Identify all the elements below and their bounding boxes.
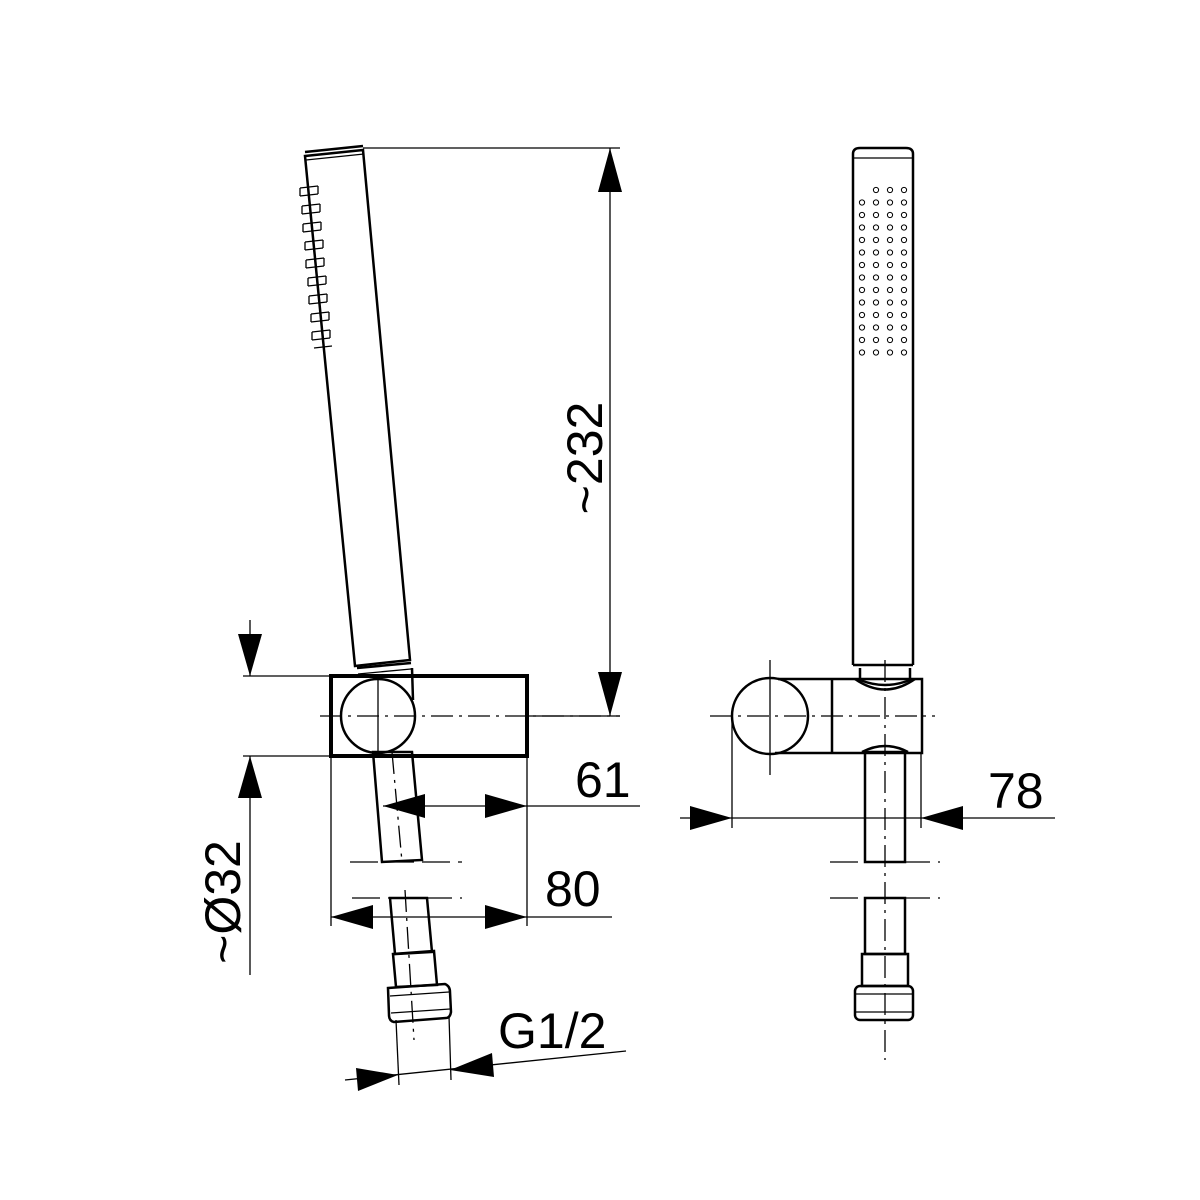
nozzle-dot	[858, 211, 866, 219]
nozzle-dot	[886, 336, 894, 344]
hand-shower-side	[299, 144, 415, 701]
nozzle-dot	[872, 286, 880, 294]
wall-bracket-front	[710, 660, 935, 775]
nozzle-dot	[900, 311, 908, 319]
nozzle-dot	[886, 324, 894, 331]
nozzle-dot	[858, 286, 866, 294]
nozzle-dot	[900, 336, 908, 344]
nozzle-dot	[858, 311, 866, 319]
dimension-80: 80	[330, 756, 612, 929]
nozzle-dot	[886, 224, 894, 231]
nozzle-dot	[872, 224, 880, 231]
nozzle-dot	[858, 336, 866, 344]
nozzle-dot	[886, 286, 894, 294]
hand-shower-front: (function(){var s=document.currentScript…	[851, 146, 915, 687]
nozzle-dot	[872, 199, 880, 206]
nozzle-dot	[858, 299, 866, 306]
nozzle-dot	[872, 249, 880, 256]
nozzle-dot	[872, 311, 880, 319]
nozzle-dot	[886, 349, 894, 356]
dimension-61: 61	[383, 752, 640, 926]
nozzle-dot	[886, 186, 894, 194]
nozzle-dot	[858, 261, 866, 269]
nozzle-dot	[872, 349, 880, 356]
nozzle-dot	[886, 299, 894, 306]
nozzle-dot	[900, 274, 908, 281]
nozzle-dot	[858, 324, 866, 331]
side-view: ~232 ~Ø32 61 80	[195, 144, 640, 1091]
dimension-height-label: ~232	[557, 402, 613, 515]
nozzle-dot	[858, 274, 866, 281]
nozzle-dot	[858, 224, 866, 231]
nozzle-dot	[886, 274, 894, 281]
dimension-80-label: 80	[545, 861, 601, 917]
nozzle-dot	[872, 324, 880, 331]
nozzle-dot	[900, 186, 908, 194]
nozzle-dot	[872, 299, 880, 306]
nozzle-dot	[900, 224, 908, 231]
nozzle-dot	[872, 236, 880, 244]
nozzle-dot	[900, 324, 908, 331]
nozzle-dot	[872, 211, 880, 219]
nozzle-dot	[858, 236, 866, 244]
dimension-61-label: 61	[575, 752, 631, 808]
dimension-78-label: 78	[988, 763, 1044, 819]
nozzle-dot	[886, 261, 894, 269]
nozzle-dot	[886, 236, 894, 244]
dimension-thread: G1/2	[344, 1003, 627, 1091]
nozzle-dot	[900, 199, 908, 206]
nozzle-dot	[886, 211, 894, 219]
nozzle-dot	[900, 249, 908, 256]
nozzle-dot	[858, 349, 866, 356]
nozzle-dot	[886, 199, 894, 206]
nozzle-dot	[872, 261, 880, 269]
spray-nozzles: (function(){var s=document.currentScript…	[858, 186, 908, 356]
dimension-78: 78	[680, 716, 1055, 830]
nozzle-dot	[900, 299, 908, 306]
nozzle-dot	[872, 186, 880, 194]
dimension-thread-label: G1/2	[498, 1003, 606, 1059]
nozzle-dot	[886, 311, 894, 319]
dimension-diameter: ~Ø32	[195, 620, 331, 975]
hose-front	[830, 660, 940, 1060]
nozzle-dot	[900, 236, 908, 244]
nozzle-dot	[858, 199, 866, 206]
nozzle-dot	[872, 336, 880, 344]
dimension-diameter-label: ~Ø32	[195, 840, 251, 964]
nozzle-dot	[900, 286, 908, 294]
nozzle-dot	[900, 261, 908, 269]
nozzle-dot	[900, 211, 908, 219]
nozzle-dot	[858, 249, 866, 256]
nozzle-dot	[872, 274, 880, 281]
dimension-height: ~232	[363, 147, 622, 717]
hose-side	[350, 750, 462, 1041]
nozzle-dot	[900, 349, 908, 356]
nozzle-dot	[886, 249, 894, 256]
front-view: (function(){var s=document.currentScript…	[680, 146, 1055, 1060]
